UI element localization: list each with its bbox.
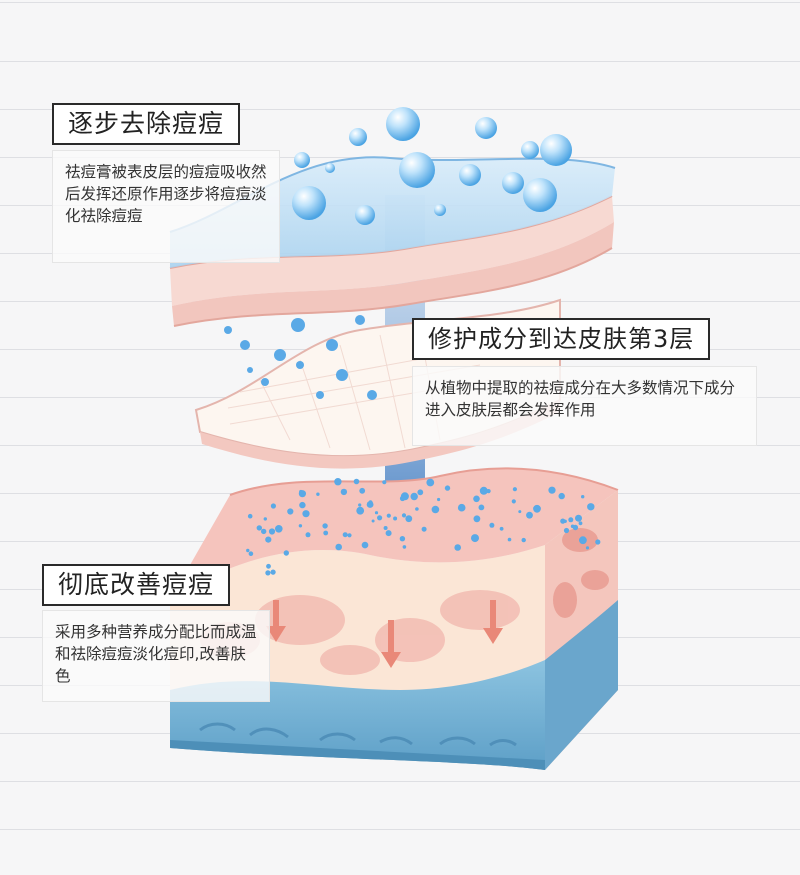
bubbles-top: [292, 107, 572, 225]
particle-dot: [334, 478, 342, 486]
particle-dot: [399, 495, 406, 502]
callout-desc-remove-acne: 祛痘膏被表皮层的痘痘吸收然后发挥还原作用逐步将痘痘淡化祛除痘痘: [52, 150, 280, 263]
particle-dot: [305, 532, 311, 538]
particle-dot: [579, 536, 587, 545]
particle-dot: [356, 506, 365, 515]
particle-dot: [347, 533, 352, 538]
particle-dot: [426, 478, 435, 487]
particle-dot: [454, 544, 462, 551]
particle-dot: [478, 504, 485, 511]
particle-dot: [444, 485, 451, 491]
particle-dot: [489, 522, 495, 528]
particle-dot: [248, 551, 254, 556]
bubbles-middle: [224, 315, 377, 400]
bubbles-bottom: [246, 478, 601, 576]
particle-dot: [371, 519, 375, 523]
particle-dot: [298, 524, 303, 528]
particle-dot: [299, 501, 306, 509]
particle-dot: [383, 526, 388, 530]
particle-dot: [385, 530, 392, 537]
particle-dot: [283, 550, 289, 556]
callout-desc-repair-third-layer: 从植物中提取的祛痘成分在大多数情况下成分进入皮肤层都会发挥作用: [412, 366, 757, 446]
particle-dot: [342, 532, 348, 538]
particle-dot: [405, 515, 413, 523]
particle-dot: [265, 570, 271, 576]
particle-dot: [402, 545, 407, 549]
particle-dot: [563, 527, 570, 534]
particle-dot: [473, 495, 480, 503]
particle-dot: [270, 503, 276, 509]
particle-dot: [471, 534, 479, 543]
particle-dot: [393, 516, 398, 521]
particle-dot: [473, 515, 481, 523]
particle-dot: [401, 513, 407, 518]
particle-dot: [518, 510, 522, 514]
particle-dot: [246, 548, 250, 553]
particle-dot: [568, 517, 574, 523]
particle-dot: [261, 528, 267, 535]
particle-dot: [340, 488, 348, 496]
particle-dot: [521, 537, 526, 543]
particle-dot: [335, 543, 343, 551]
particle-dot: [410, 492, 418, 501]
particle-dot: [595, 539, 601, 545]
particle-dot: [585, 546, 590, 550]
particle-dot: [353, 478, 360, 485]
particle-dot: [323, 530, 329, 536]
particle-dot: [499, 526, 504, 531]
particle-dot: [377, 515, 383, 521]
particle-dot: [512, 487, 518, 492]
particle-dot: [578, 521, 583, 526]
particle-dot: [268, 528, 276, 535]
particle-dot: [358, 503, 362, 507]
particle-dot: [368, 500, 373, 505]
particle-dot: [287, 508, 294, 515]
particle-dot: [572, 524, 579, 531]
particle-dot: [247, 513, 253, 519]
particle-dot: [417, 489, 424, 496]
particle-dot: [457, 503, 466, 512]
particle-dot: [265, 536, 272, 543]
particle-dot: [275, 525, 283, 533]
particle-dot: [322, 523, 328, 529]
callout-title-repair-third-layer: 修护成分到达皮肤第3层: [412, 318, 711, 360]
red-arrows: [266, 600, 503, 668]
particle-dot: [299, 489, 303, 494]
callout-title-remove-acne: 逐步去除痘痘: [52, 103, 241, 145]
particle-dot: [421, 526, 427, 532]
particle-dot: [302, 510, 310, 518]
particle-dot: [386, 513, 391, 518]
particle-dot: [479, 486, 488, 495]
particle-dot: [533, 504, 541, 513]
particle-dot: [270, 569, 276, 575]
particle-dot: [399, 536, 406, 542]
particle-dot: [382, 480, 387, 485]
particle-dot: [437, 497, 441, 502]
particle-dot: [548, 486, 556, 494]
particle-dot: [263, 517, 267, 521]
particle-dot: [361, 541, 369, 549]
particle-dot: [316, 492, 320, 496]
particle-dot: [431, 505, 440, 514]
particle-dot: [581, 495, 585, 499]
particle-dot: [511, 499, 516, 504]
particle-dot: [507, 537, 512, 542]
bottom-skin-block: [170, 467, 619, 770]
particle-dot: [415, 507, 419, 511]
particle-dot: [374, 511, 379, 515]
particle-dot: [256, 525, 262, 531]
callout-desc-improve-acne: 采用多种营养成分配比而成温和祛除痘痘淡化痘印,改善肤色: [42, 610, 270, 702]
particle-dot: [526, 511, 533, 519]
particle-dot: [266, 563, 271, 569]
particle-dot: [558, 492, 565, 500]
particle-dot: [575, 514, 582, 522]
callout-title-improve-acne: 彻底改善痘痘: [42, 564, 231, 606]
particle-dot: [560, 518, 566, 524]
particle-dot: [359, 487, 366, 494]
particle-dot: [587, 503, 595, 511]
